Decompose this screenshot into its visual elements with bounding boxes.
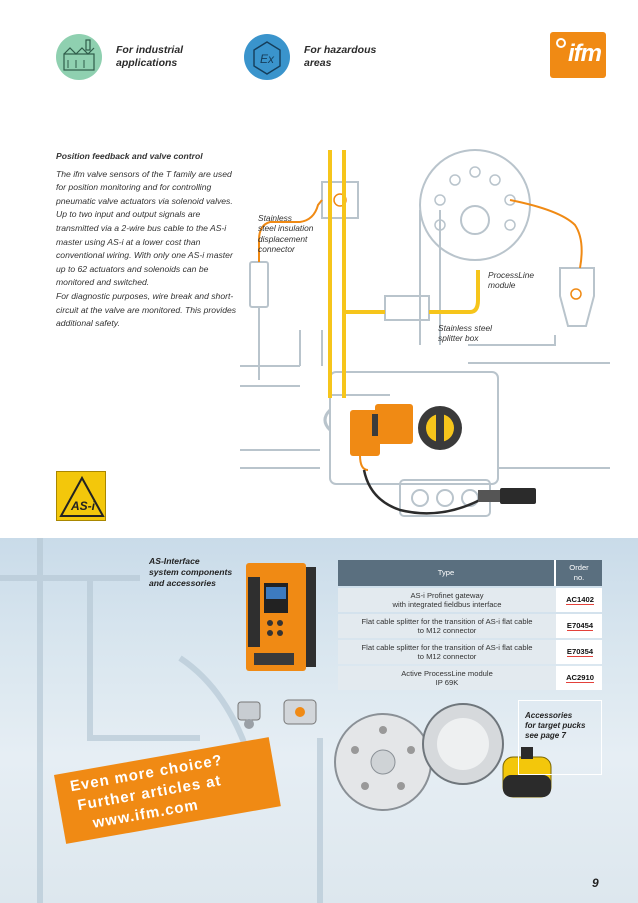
accessories-note: Accessories for target pucks see page 7 bbox=[518, 700, 602, 775]
gateway-product-image bbox=[246, 563, 316, 671]
svg-text:Ex: Ex bbox=[260, 52, 275, 66]
row-type: Flat cable splitter for the transition o… bbox=[338, 640, 556, 664]
row-type: Active ProcessLine module IP 69K bbox=[338, 666, 556, 690]
table-row: AS-i Profinet gateway with integrated fi… bbox=[338, 588, 602, 612]
processline-module-image bbox=[502, 747, 552, 798]
ifm-logo: ifm bbox=[550, 32, 606, 78]
valve-wiring-diagram bbox=[240, 149, 610, 517]
page-number: 9 bbox=[592, 876, 599, 890]
intro-text: Position feedback and valve control The … bbox=[56, 150, 238, 331]
table-row: Active ProcessLine module IP 69K AC2910 bbox=[338, 666, 602, 690]
row-type: AS-i Profinet gateway with integrated fi… bbox=[338, 588, 556, 612]
connector-callout: Stainless steel insulation displacement … bbox=[258, 213, 314, 255]
intro-paragraph-2: Up to two input and output signals are t… bbox=[56, 209, 233, 288]
intro-title: Position feedback and valve control bbox=[56, 151, 203, 161]
splitter-fittings-image bbox=[237, 699, 317, 729]
factory-icon bbox=[56, 34, 102, 80]
explosion-proof-icon: Ex bbox=[244, 34, 290, 80]
order-number-link[interactable]: AC2910 bbox=[566, 673, 594, 684]
order-number-link[interactable]: E70354 bbox=[566, 647, 594, 658]
industrial-label: For industrial applications bbox=[116, 44, 184, 69]
hazardous-badge: Ex For hazardous areas bbox=[244, 34, 394, 80]
table-row: Flat cable splitter for the transition o… bbox=[338, 614, 602, 638]
accessories-title: AS-Interface system components and acces… bbox=[149, 556, 233, 588]
splitter-callout: Stainless steel splitter box bbox=[438, 323, 492, 344]
industrial-badge: For industrial applications bbox=[56, 34, 206, 80]
column-header-type: Type bbox=[338, 560, 556, 586]
row-type: Flat cable splitter for the transition o… bbox=[338, 614, 556, 638]
asi-logo: AS-i bbox=[56, 471, 106, 521]
column-header-order: Order no. bbox=[556, 560, 602, 586]
order-table: Type Order no. AS-i Profinet gateway wit… bbox=[338, 558, 602, 692]
target-pucks-image bbox=[334, 703, 504, 811]
hazardous-label: For hazardous areas bbox=[304, 44, 377, 69]
order-number-link[interactable]: E70454 bbox=[566, 621, 594, 632]
table-row: Flat cable splitter for the transition o… bbox=[338, 640, 602, 664]
logo-dot-icon bbox=[556, 38, 566, 48]
logo-text: ifm bbox=[568, 40, 602, 67]
intro-paragraph-3: For diagnostic purposes, wire break and … bbox=[56, 290, 237, 329]
processline-callout: ProcessLine module bbox=[488, 270, 535, 291]
order-number-link[interactable]: AC1402 bbox=[566, 595, 594, 606]
intro-paragraph-1: The ifm valve sensors of the T family ar… bbox=[56, 168, 233, 206]
asi-logo-text: AS-i bbox=[70, 499, 96, 513]
